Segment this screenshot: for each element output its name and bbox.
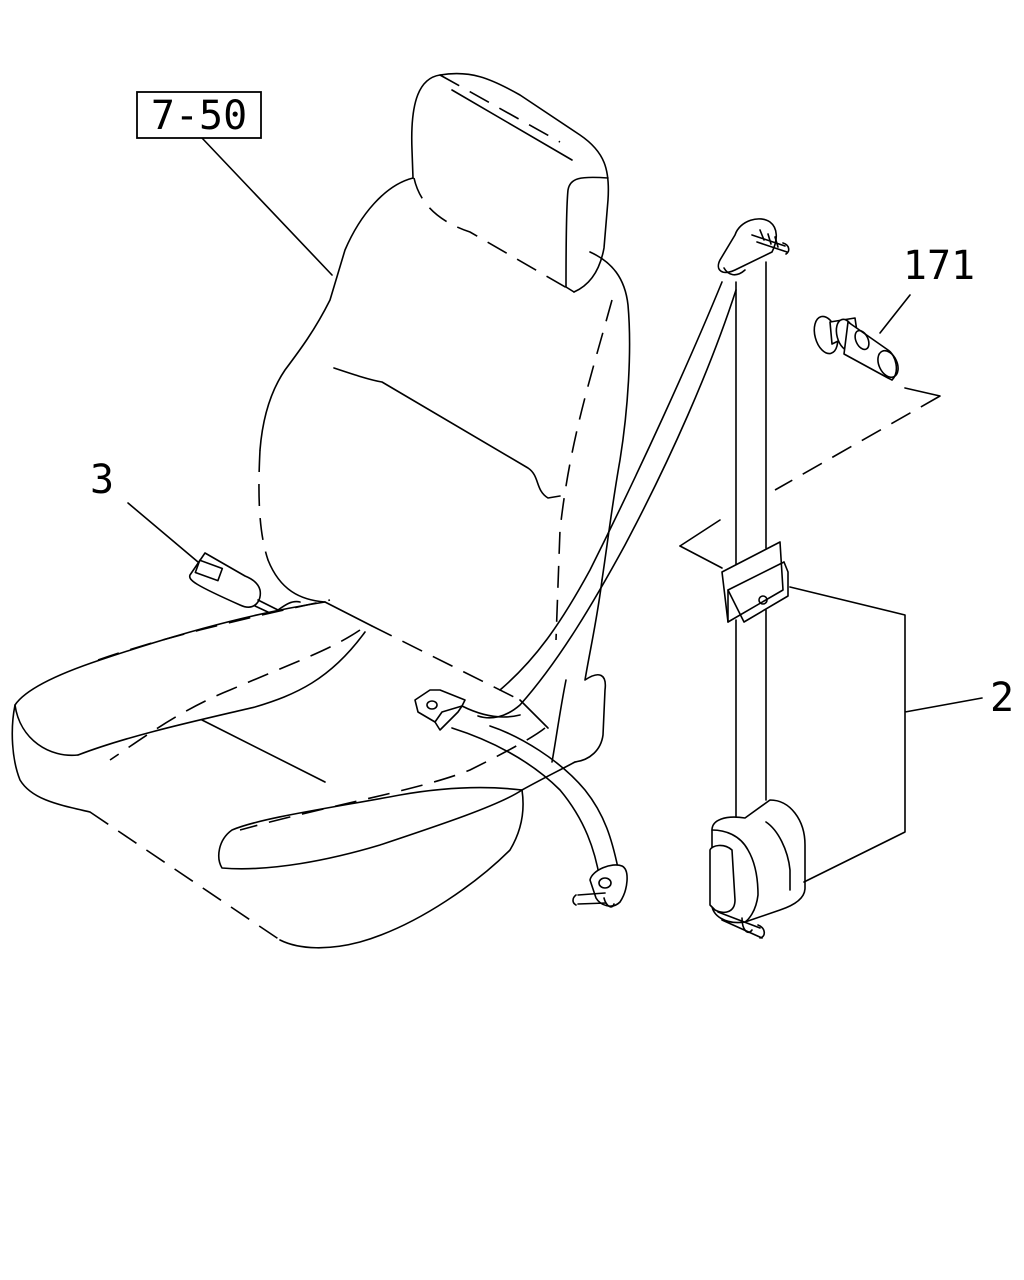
- callout-171: 171: [903, 243, 975, 289]
- callout-2: 2: [990, 675, 1014, 721]
- ref-label-box: [136, 91, 262, 139]
- leader-3: [127, 502, 199, 563]
- callout-3: 3: [90, 457, 114, 503]
- leader-lines: [127, 137, 983, 883]
- seat-belt-webbing: [414, 218, 790, 908]
- ref-label-7-50: 7-50: [151, 93, 247, 139]
- bracket-2: [789, 586, 983, 883]
- bolt-part: [813, 315, 899, 381]
- lap-anchor: [414, 689, 466, 723]
- seat-outline: [11, 72, 631, 949]
- shoulder-height-adjuster: [721, 541, 789, 623]
- retractor-unit: [709, 799, 806, 939]
- buckle-part: [188, 552, 301, 614]
- headrest: [410, 74, 441, 179]
- leader-171: [879, 294, 911, 334]
- floor-anchor: [589, 864, 628, 907]
- leader-7-50: [201, 137, 333, 276]
